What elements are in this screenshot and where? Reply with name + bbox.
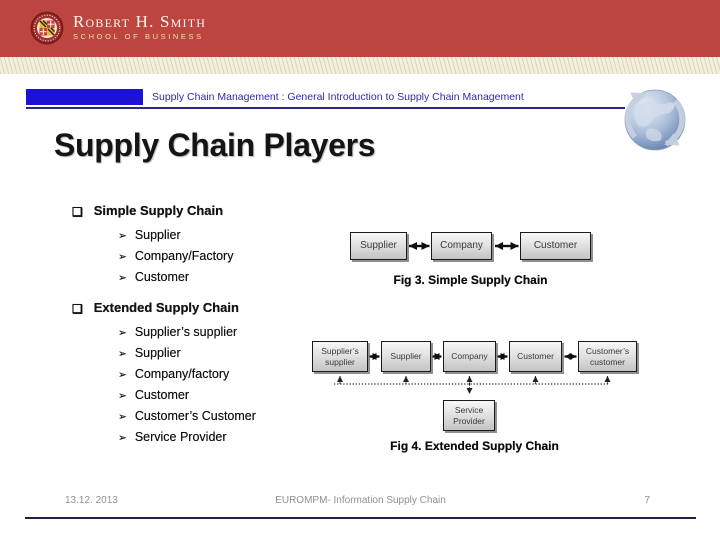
diagram-box-supplier: Supplier xyxy=(381,341,431,372)
arrow-bullet-icon: ➢ xyxy=(118,411,127,423)
list-header-label: Extended Supply Chain xyxy=(93,300,239,315)
list-item-label: Customer xyxy=(134,270,189,284)
list-item: ➢ Customer xyxy=(118,267,352,288)
arrow-bullet-icon: ➢ xyxy=(118,327,127,339)
checkbox-bullet-icon: ❑ xyxy=(72,302,83,316)
list-item-label: Company/Factory xyxy=(134,249,234,263)
brand-text-block: Robert H. Smith SCHOOL OF BUSINESS xyxy=(73,13,206,41)
diagram-box-company: Company xyxy=(443,341,496,372)
list-item: ➢ Company/factory xyxy=(118,364,352,385)
list-item: ➢ Supplier xyxy=(118,225,352,246)
fig4-connector-arrows xyxy=(334,353,611,394)
footer-course-label: EUROMPM- Information Supply Chain xyxy=(275,495,446,506)
decorative-stripe-band xyxy=(0,57,720,74)
list-item-label: Supplier xyxy=(134,228,181,242)
list-header-simple-supply-chain: ❑ Simple Supply Chain xyxy=(72,203,352,219)
extended-supply-chain-items: ➢ Supplier’s supplier ➢ Supplier ➢ Compa… xyxy=(118,322,352,448)
bullet-lists: ❑ Simple Supply Chain ➢ Supplier ➢ Compa… xyxy=(72,203,352,460)
arrow-bullet-icon: ➢ xyxy=(118,369,127,381)
list-item: ➢ Customer’s Customer xyxy=(118,406,352,427)
arrow-bullet-icon: ➢ xyxy=(118,251,127,263)
diagram-box-service-provider: Service Provider xyxy=(443,400,495,431)
slide-title: Supply Chain Players xyxy=(54,127,376,163)
fig3-caption: Fig 3. Simple Supply Chain xyxy=(393,273,548,287)
top-brand-bar: Robert H. Smith SCHOOL OF BUSINESS xyxy=(0,0,720,57)
brand-subtitle: SCHOOL OF BUSINESS xyxy=(73,32,204,41)
list-item: ➢ Supplier xyxy=(118,343,352,364)
list-item: ➢ Customer xyxy=(118,385,352,406)
arrow-bullet-icon: ➢ xyxy=(118,230,127,242)
list-item-label: Company/factory xyxy=(134,367,230,381)
list-item-label: Customer’s Customer xyxy=(134,409,256,423)
arrow-bullet-icon: ➢ xyxy=(118,272,127,284)
list-item: ➢ Company/Factory xyxy=(118,246,352,267)
fig4-caption: Fig 4. Extended Supply Chain xyxy=(390,439,559,453)
slide-footer: 13.12. 2013 EUROMPM- Information Supply … xyxy=(25,489,696,519)
arrow-bullet-icon: ➢ xyxy=(118,348,127,360)
footer-page-number: 7 xyxy=(644,495,650,506)
fig3-simple-supply-chain-diagram: Supplier Company Customer Fig 3. Simple … xyxy=(350,232,591,294)
list-item: ➢ Supplier’s supplier xyxy=(118,322,352,343)
diagram-box-customer: Customer xyxy=(509,341,562,372)
diagram-box-customer: Customer xyxy=(520,232,591,260)
list-header-label: Simple Supply Chain xyxy=(93,203,224,218)
list-item-label: Supplier xyxy=(134,346,181,360)
checkbox-bullet-icon: ❑ xyxy=(72,205,83,219)
diagram-box-suppliers-supplier: Supplier’s supplier xyxy=(312,341,368,372)
list-header-extended-supply-chain: ❑ Extended Supply Chain xyxy=(72,300,352,316)
list-item-label: Service Provider xyxy=(134,430,227,444)
globe-icon xyxy=(624,89,686,151)
list-item-label: Supplier’s supplier xyxy=(134,325,238,339)
header-rule: Supply Chain Management : General Introd… xyxy=(26,88,625,109)
brand-name: Robert H. Smith xyxy=(73,12,207,31)
footer-date: 13.12. 2013 xyxy=(65,495,118,506)
diagram-box-supplier: Supplier xyxy=(350,232,407,260)
university-seal-icon xyxy=(30,11,64,45)
list-item-label: Customer xyxy=(134,388,189,402)
simple-supply-chain-items: ➢ Supplier ➢ Company/Factory ➢ Customer xyxy=(118,225,352,288)
arrow-bullet-icon: ➢ xyxy=(118,432,127,444)
arrow-bullet-icon: ➢ xyxy=(118,390,127,402)
diagram-box-company: Company xyxy=(431,232,492,260)
diagram-box-customers-customer: Customer’s customer xyxy=(578,341,637,372)
header-accent-chip xyxy=(26,89,143,105)
fig3-double-arrow-icons xyxy=(409,242,519,250)
course-title: Supply Chain Management : General Introd… xyxy=(152,91,524,103)
fig4-extended-supply-chain-diagram: Supplier’s supplier Supplier Company Cus… xyxy=(312,341,637,461)
list-item: ➢ Service Provider xyxy=(118,427,352,448)
